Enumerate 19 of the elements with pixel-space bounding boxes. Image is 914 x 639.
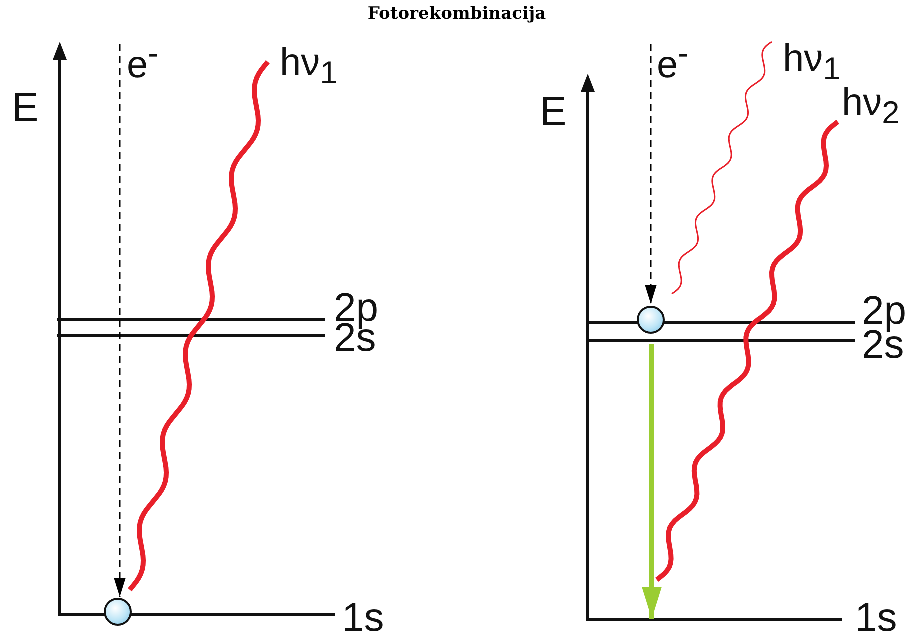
level-label: 1s <box>342 598 384 638</box>
wavy-line <box>128 60 270 592</box>
electron-circle <box>637 306 665 334</box>
electron-label: e$^{-}$ <box>127 38 159 85</box>
transition-arrow <box>642 344 662 619</box>
photon-label: hν$_{2}$ <box>842 84 900 130</box>
title: Fotorekombinacija <box>368 4 546 24</box>
photon-label: hν$_{1}$ <box>280 44 338 90</box>
level-label: 1s <box>855 598 898 638</box>
electron-circle <box>104 598 132 626</box>
wavy-line <box>672 41 772 295</box>
dashed-arrow <box>114 44 126 597</box>
electron-label: e$^{-}$ <box>657 38 689 85</box>
photon-label: hν$_{1}$ <box>783 40 841 86</box>
level-label: 2p <box>862 291 906 331</box>
axis-label: E <box>12 88 39 128</box>
wavy-line <box>655 120 840 582</box>
dashed-arrow <box>645 44 657 304</box>
axis-label: E <box>540 92 567 132</box>
